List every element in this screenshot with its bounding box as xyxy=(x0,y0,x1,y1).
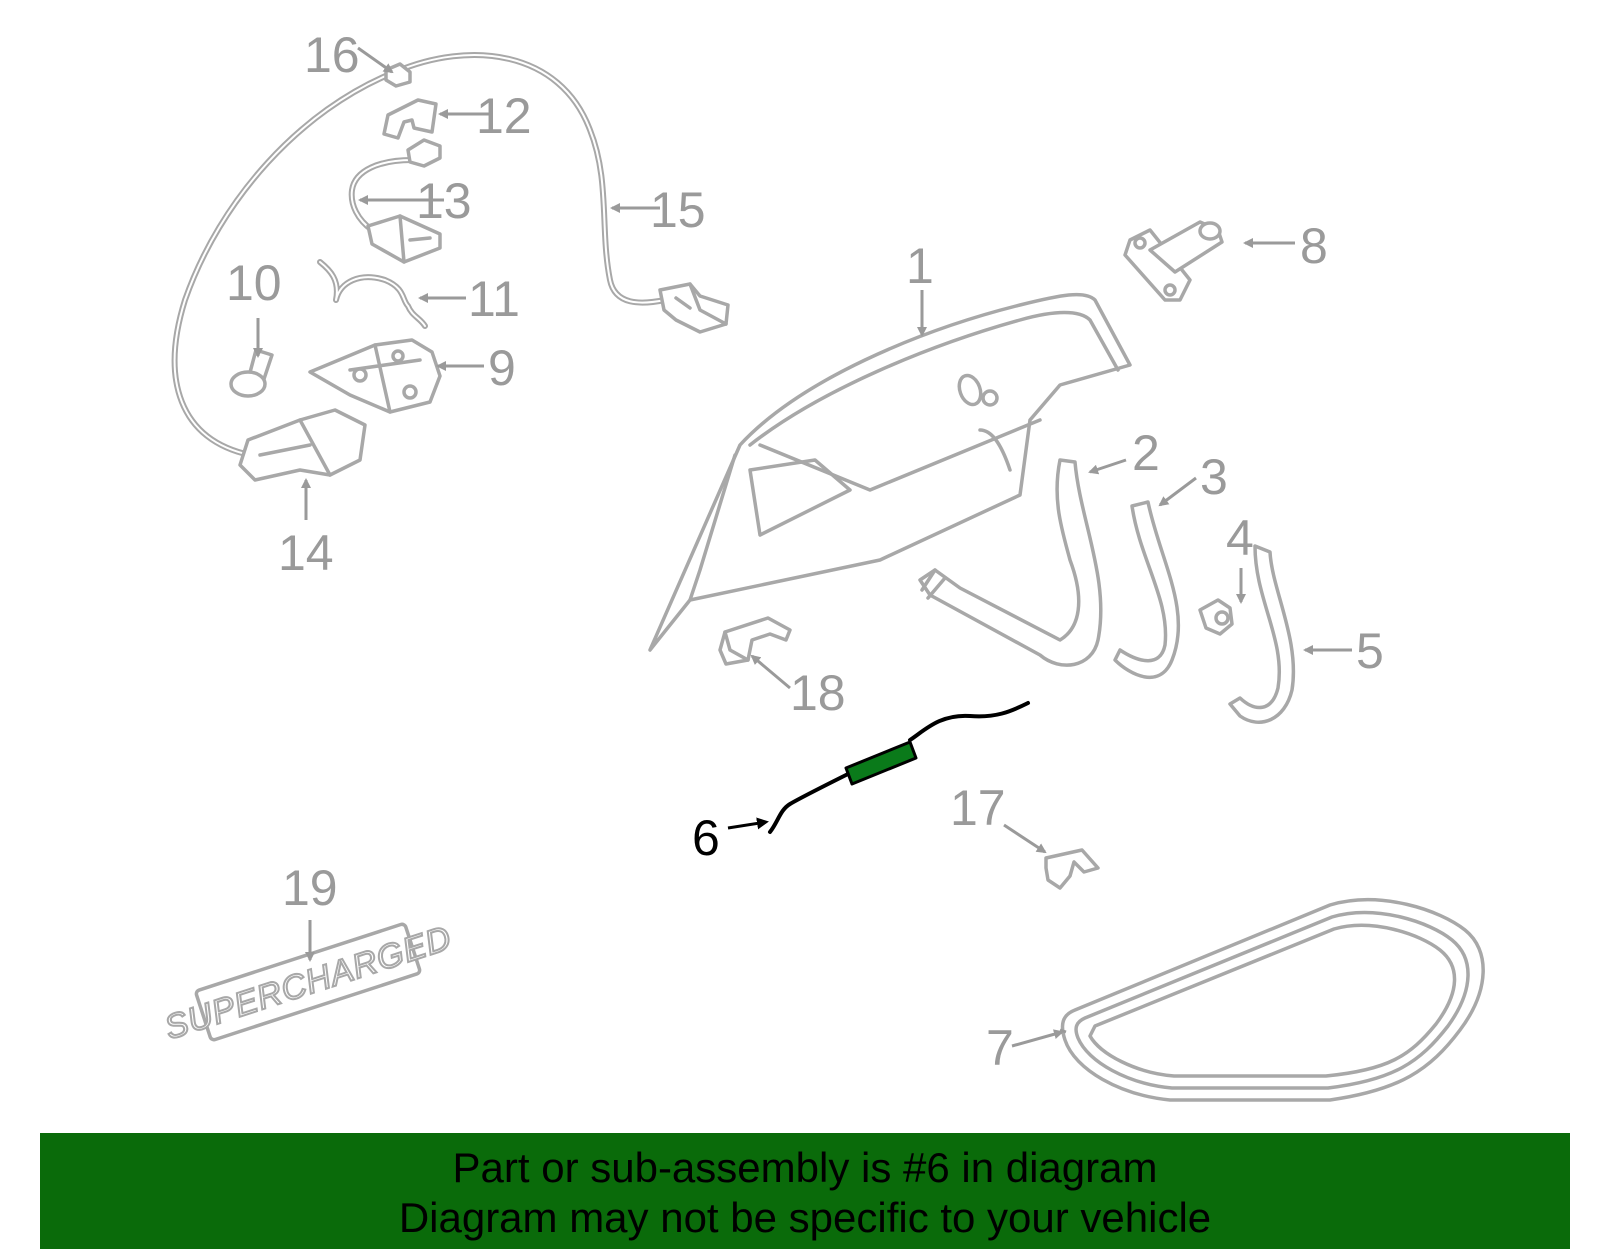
callout-14: 14 xyxy=(278,525,334,581)
part-16-cable-clip[interactable] xyxy=(384,62,412,88)
callout-6: 6 xyxy=(692,810,720,866)
part-18-bracket[interactable] xyxy=(718,616,792,666)
banner-line-2: Diagram may not be specific to your vehi… xyxy=(398,1194,1212,1241)
part-11-rod[interactable] xyxy=(317,259,428,329)
part-13-wire-harness[interactable] xyxy=(348,138,442,264)
callout-8: 8 xyxy=(1300,218,1328,274)
callout-1: 1 xyxy=(906,238,934,294)
callout-4: 4 xyxy=(1226,510,1254,566)
callout-17: 17 xyxy=(950,780,1006,836)
callout-12: 12 xyxy=(476,88,532,144)
part-1-deck-lid[interactable] xyxy=(648,292,1132,652)
emblem-text: SUPERCHARGED xyxy=(160,919,456,1048)
part-6-sleeve xyxy=(844,740,918,786)
part-17-bumper[interactable] xyxy=(1044,848,1100,890)
part-19-emblem[interactable]: SUPERCHARGED xyxy=(158,911,459,1053)
callout-2: 2 xyxy=(1132,425,1160,481)
part-8-striker[interactable] xyxy=(1123,220,1224,302)
part-7-weatherstrip[interactable] xyxy=(1060,898,1485,1102)
callout-18: 18 xyxy=(790,665,846,721)
callout-13: 13 xyxy=(416,173,472,229)
part-3-seal[interactable] xyxy=(1113,500,1181,680)
callout-11: 11 xyxy=(468,271,520,327)
part-10-bolt[interactable] xyxy=(229,348,274,398)
part-12-bracket[interactable] xyxy=(382,98,438,140)
callout-15: 15 xyxy=(650,182,706,238)
callout-labels: 1 2 3 4 5 6 7 8 9 10 11 12 13 14 15 16 1… xyxy=(226,27,1384,1076)
info-banner: Part or sub-assembly is #6 in diagram Di… xyxy=(40,1133,1570,1249)
part-5-seal[interactable] xyxy=(1228,544,1296,724)
callout-9: 9 xyxy=(488,340,516,396)
callout-5: 5 xyxy=(1356,623,1384,679)
callout-16: 16 xyxy=(304,27,360,83)
part-15-release-cable[interactable] xyxy=(171,52,730,458)
callout-3: 3 xyxy=(1200,449,1228,505)
part-9-latch-plate[interactable] xyxy=(308,338,442,414)
callout-10: 10 xyxy=(226,255,282,311)
part-4-clip[interactable] xyxy=(1198,598,1234,636)
callout-7: 7 xyxy=(986,1020,1014,1076)
callout-19: 19 xyxy=(282,860,338,916)
part-2-seal[interactable] xyxy=(918,458,1103,667)
leader-lines xyxy=(253,46,1352,1048)
part-6-release-cable-highlighted[interactable] xyxy=(768,701,1030,834)
banner-line-1: Part or sub-assembly is #6 in diagram xyxy=(452,1144,1158,1191)
part-14-latch[interactable] xyxy=(238,408,367,482)
